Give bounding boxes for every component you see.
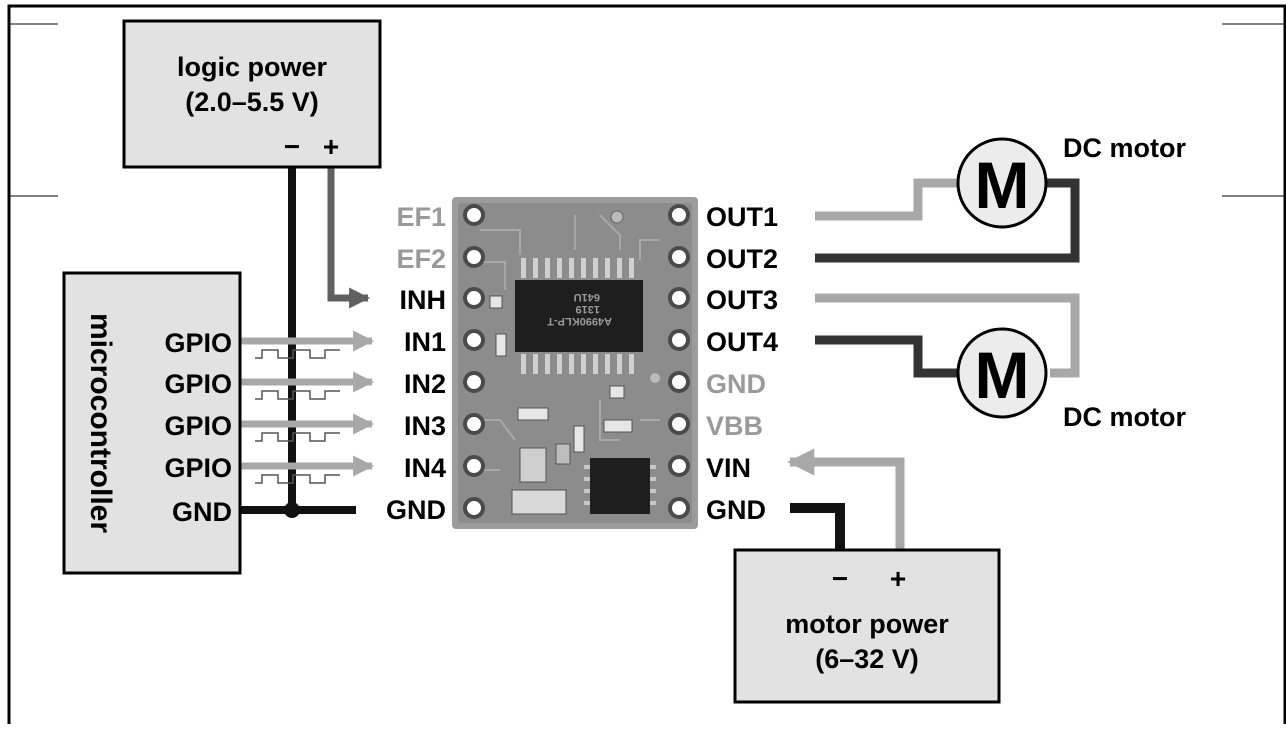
motor-driver-board: A4990KLP-T 1319 641U bbox=[452, 197, 698, 529]
motor-ground-wire bbox=[790, 503, 845, 552]
pin-label-vbb: VBB bbox=[706, 411, 763, 441]
pin-label-gnd-left: GND bbox=[386, 495, 446, 525]
mcu-pin-gpio-2: GPIO bbox=[164, 369, 232, 399]
motor-2-symbol: M bbox=[975, 338, 1030, 412]
pin-label-out2: OUT2 bbox=[706, 244, 778, 274]
dc-motor-2: M DC motor bbox=[956, 327, 1186, 432]
microcontroller: microcontroller GPIO GPIO GPIO GPIO GND bbox=[62, 271, 242, 575]
pin-label-inh: INH bbox=[400, 285, 447, 315]
pin-label-in3: IN3 bbox=[404, 411, 446, 441]
logic-power-minus: − bbox=[284, 131, 300, 162]
motor-power-voltage: (6–32 V) bbox=[815, 644, 919, 674]
pin-label-ef1: EF1 bbox=[396, 202, 446, 232]
motor-power-supply: − + motor power (6–32 V) bbox=[733, 548, 1001, 704]
pwm-waveforms bbox=[255, 349, 340, 484]
out4-wire bbox=[815, 335, 958, 378]
motor-2-label: DC motor bbox=[1063, 402, 1186, 432]
out3-wire bbox=[815, 293, 1080, 378]
microcontroller-title: microcontroller bbox=[84, 313, 117, 533]
motor-power-wire bbox=[787, 448, 905, 552]
motor-power-minus: − bbox=[832, 563, 848, 594]
chip-marking-2: 1319 bbox=[576, 303, 600, 315]
pin-label-out4: OUT4 bbox=[706, 327, 778, 357]
pin-label-ef2: EF2 bbox=[396, 244, 446, 274]
chip-marking-3: 641U bbox=[574, 291, 600, 303]
logic-power-plus: + bbox=[323, 131, 339, 162]
dc-motor-1: M DC motor bbox=[956, 133, 1186, 229]
chip-marking-1: A4990KLP-T bbox=[547, 315, 612, 327]
mcu-pin-gpio-4: GPIO bbox=[164, 453, 232, 483]
pin-label-in4: IN4 bbox=[404, 453, 446, 483]
pin-label-out3: OUT3 bbox=[706, 285, 778, 315]
pin-label-in1: IN1 bbox=[404, 327, 446, 357]
pin-label-in2: IN2 bbox=[404, 369, 446, 399]
logic-power-wire bbox=[327, 165, 371, 309]
motor-power-plus: + bbox=[890, 563, 906, 594]
mcu-pin-gnd: GND bbox=[172, 497, 232, 527]
out2-wire bbox=[815, 178, 1080, 263]
motor-1-symbol: M bbox=[975, 148, 1030, 222]
pin-label-out1: OUT1 bbox=[706, 202, 778, 232]
logic-power-voltage: (2.0–5.5 V) bbox=[185, 87, 319, 117]
motor-power-title: motor power bbox=[785, 609, 949, 639]
mcu-pin-gpio-1: GPIO bbox=[164, 328, 232, 358]
pin-label-gnd-right: GND bbox=[706, 369, 766, 399]
logic-power-title: logic power bbox=[177, 52, 328, 82]
out1-wire bbox=[815, 178, 958, 221]
pin-label-vin: VIN bbox=[706, 453, 751, 483]
pin-label-gnd-power: GND bbox=[706, 495, 766, 525]
logic-power-supply: logic power (2.0–5.5 V) − + bbox=[122, 19, 382, 169]
ground-junction bbox=[284, 502, 300, 518]
gpio-signal-wires bbox=[238, 330, 375, 477]
mcu-pin-gpio-3: GPIO bbox=[164, 411, 232, 441]
motor-1-label: DC motor bbox=[1063, 133, 1186, 163]
